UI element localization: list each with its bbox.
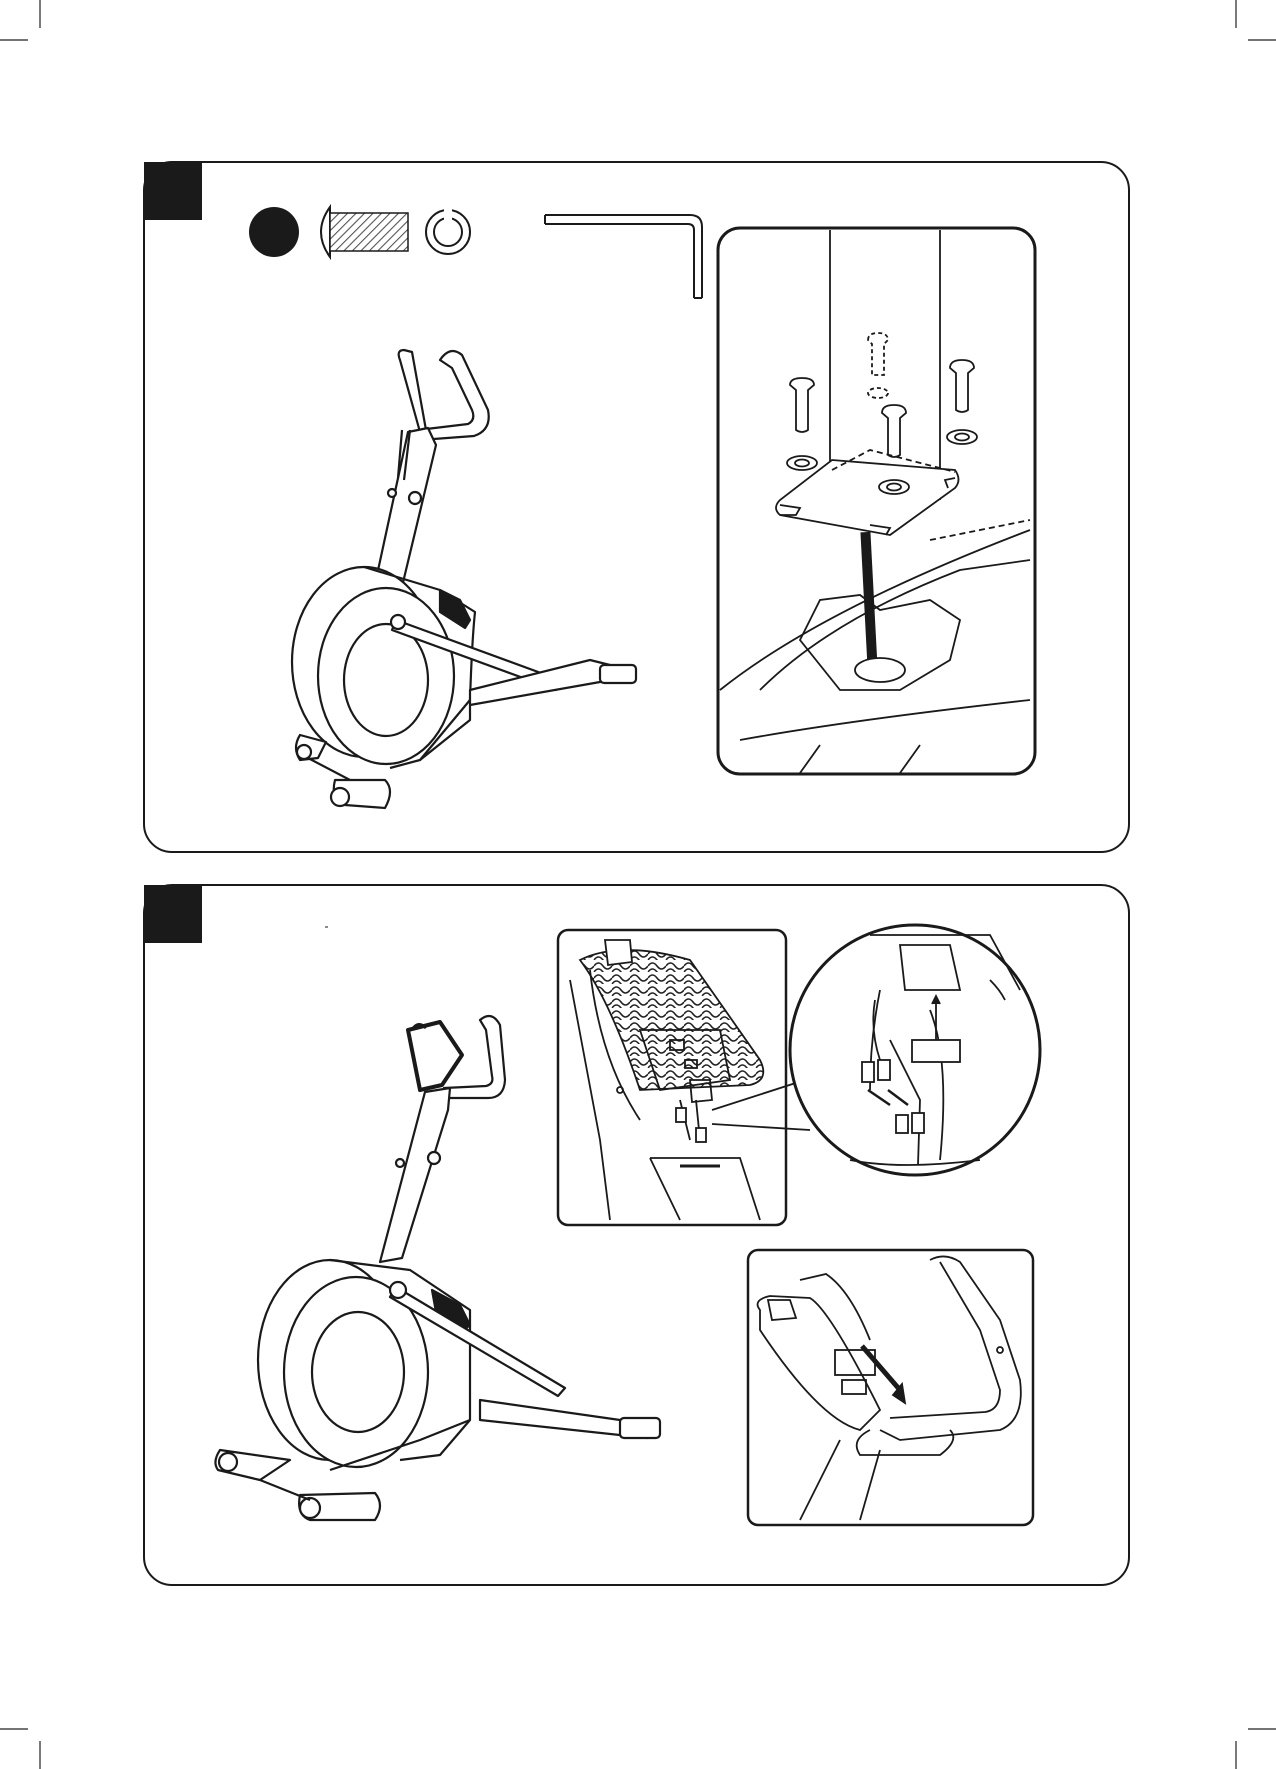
allen-key-icon: [545, 215, 702, 298]
step-one-number-tab: [144, 162, 202, 220]
step-one-panel: [144, 162, 1129, 852]
step-two-number-tab: [144, 885, 202, 943]
step-two-connector-magnified: [790, 925, 1040, 1175]
step-one-mast-detail: [718, 228, 1035, 774]
spring-washer-icon: [426, 208, 470, 254]
button-head-bolt-icon: [321, 207, 408, 257]
step-one-elliptical-trainer: [292, 350, 636, 808]
step-two-cable-detail: [558, 930, 810, 1225]
parts-row: [249, 207, 702, 298]
step-two-console-slide-detail: [748, 1250, 1033, 1525]
part-marker-circle: [249, 207, 299, 257]
step-two-panel: [144, 885, 1129, 1585]
